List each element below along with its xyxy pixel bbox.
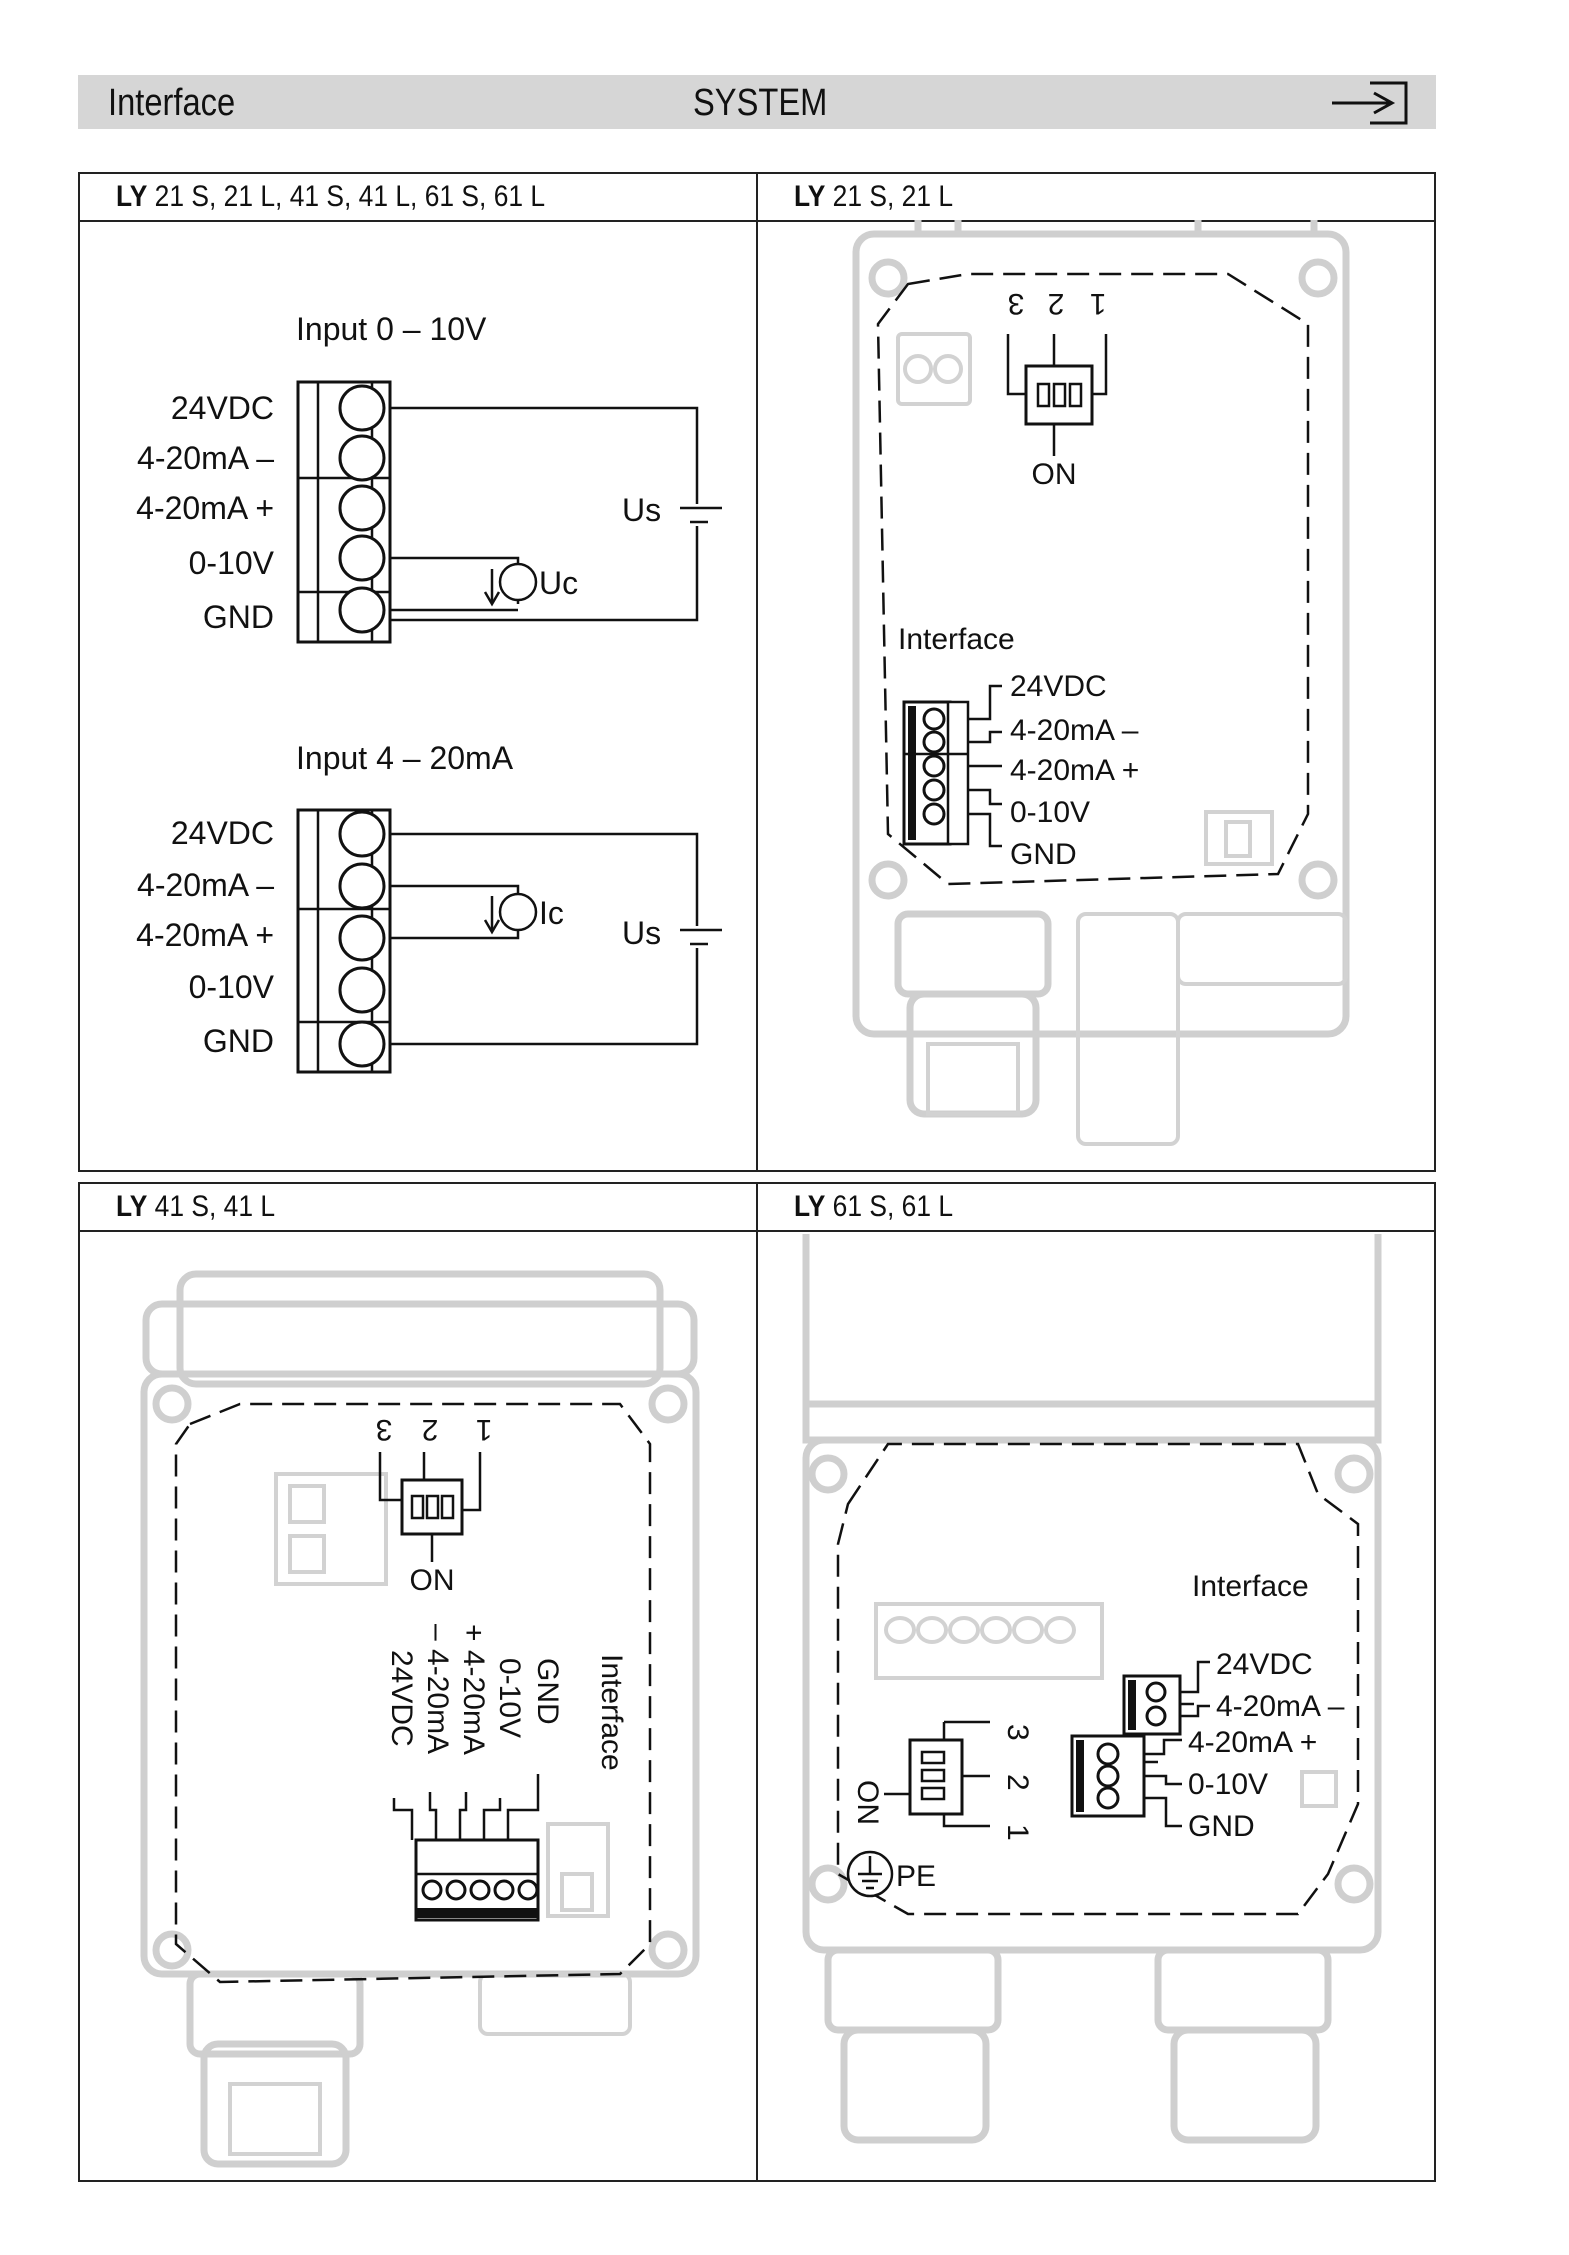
ground-icon — [846, 1850, 894, 1898]
header-system-label: SYSTEM — [693, 82, 828, 124]
interface-terminal-block — [902, 684, 1002, 848]
diagram-b-wiring — [390, 832, 722, 1046]
meter-label: Ic — [539, 895, 564, 931]
terminal-label: 4-20mA + — [136, 490, 274, 526]
panel-ly41: LY 41 S, 41 L — [78, 1182, 758, 2182]
interface-terminal-block-upper — [1122, 1674, 1194, 1736]
enclosure-dashed-outline — [876, 272, 1310, 886]
terminal-label: 0-10V — [189, 545, 275, 581]
switch-number: 2 — [1001, 1774, 1034, 1791]
diagram-a-terminal-labels: 24VDC 4-20mA – 4-20mA + 0-10V GND — [136, 390, 275, 635]
panel-title: LY 41 S, 41 L — [116, 1190, 276, 1223]
switch-number: 1 — [1001, 1824, 1034, 1841]
interface-label: Interface — [1192, 1570, 1309, 1603]
diagram-b-terminal-block — [296, 808, 392, 1074]
switch-number: 3 — [1001, 1724, 1034, 1741]
pe-label: PE — [896, 1860, 936, 1893]
dip-switch — [1006, 334, 1108, 456]
terminal-label: 24VDC — [171, 390, 274, 426]
terminal-label: GND — [203, 599, 274, 635]
terminal-label: 24VDC — [1216, 1648, 1313, 1681]
interface-terminal-labels: 24VDC 4-20mA – 4-20mA + 0-10V GND — [1010, 670, 1139, 871]
supply-label: Us — [622, 492, 661, 528]
terminal-label: GND — [203, 1023, 274, 1059]
interface-terminal-labels: GND 0-10V + 4-20mA – 4-20mA 24VDC — [385, 1624, 564, 1755]
ly21-housing-svg: 3 2 1 ON Interface 24VDC 4-20mA – 4-20m — [852, 220, 1350, 1146]
panel-title: LY 21 S, 21 L, 41 S, 41 L, 61 S, 61 L — [116, 180, 546, 213]
terminal-label: 4-20mA – — [1010, 714, 1139, 747]
terminal-label: 0-10V — [189, 969, 275, 1005]
terminal-label: 4-20mA – — [137, 867, 274, 903]
terminal-label: GND — [1188, 1810, 1255, 1843]
arrow-into-box-icon — [1332, 81, 1408, 125]
interface-label: Interface — [595, 1654, 628, 1771]
switch-on-label: ON — [851, 1780, 884, 1825]
diagram-b-terminal-labels: 24VDC 4-20mA – 4-20mA + 0-10V GND — [136, 815, 275, 1059]
panel-wiring-diagrams: LY 21 S, 21 L, 41 S, 41 L, 61 S, 61 L In… — [78, 172, 758, 1172]
terminal-label: GND — [531, 1658, 564, 1725]
terminal-label: 0-10V — [1010, 796, 1090, 829]
housing-outline — [802, 1234, 1382, 2144]
dip-switch-numbers: 3 2 1 — [1001, 1724, 1034, 1841]
terminal-label: 4-20mA + — [1188, 1726, 1317, 1759]
dip-switch-numbers: 3 2 1 — [376, 1413, 493, 1446]
ly41-housing-svg: 3 2 1 ON Interface GND 0-10V + 4-20mA – … — [140, 1270, 700, 2168]
interface-wiring — [1144, 1660, 1210, 1828]
terminal-label: 4-20mA + — [136, 917, 274, 953]
switch-number: 1 — [1090, 287, 1107, 320]
terminal-label: 4-20mA – — [1216, 1690, 1345, 1723]
panel-title: LY 21 S, 21 L — [794, 180, 954, 213]
switch-number: 3 — [1008, 287, 1025, 320]
enclosure-dashed-outline — [836, 1442, 1360, 1916]
switch-number: 2 — [1048, 287, 1065, 320]
interface-label: Interface — [898, 623, 1015, 656]
housing-outline — [852, 220, 1350, 1146]
switch-number: 2 — [422, 1413, 439, 1446]
panel-ly61: LY 61 S, 61 L — [756, 1182, 1436, 2182]
dip-switch-numbers: 3 2 1 — [1008, 287, 1107, 320]
ly61-housing-svg: Interface 24VDC 4-20mA – — [802, 1234, 1382, 2144]
switch-number: 1 — [476, 1413, 493, 1446]
terminal-label: 4-20mA – — [137, 440, 274, 476]
switch-number: 3 — [376, 1413, 393, 1446]
switch-on-label: ON — [1032, 458, 1077, 491]
header-section-label: Interface — [108, 82, 236, 124]
dip-switch — [884, 1720, 990, 1828]
panel-title: LY 61 S, 61 L — [794, 1190, 954, 1223]
terminal-label: 24VDC — [171, 815, 274, 851]
diagram-b-title: Input 4 – 20mA — [296, 740, 514, 776]
supply-label: Us — [622, 915, 661, 951]
diagram-a-terminal-block — [296, 380, 392, 644]
terminal-label: + 4-20mA — [457, 1624, 490, 1755]
panel-ly21: LY 21 S, 21 L — [756, 172, 1436, 1172]
dip-switch — [378, 1452, 482, 1562]
page-header-bar: Interface SYSTEM — [78, 75, 1436, 129]
terminal-label: 4-20mA + — [1010, 754, 1139, 787]
interface-terminal-labels: 24VDC 4-20mA – 4-20mA + 0-10V GND — [1188, 1648, 1345, 1843]
terminal-label: – 4-20mA — [421, 1624, 454, 1754]
terminal-label: 24VDC — [1010, 670, 1107, 703]
interface-terminal-block-lower — [1070, 1734, 1158, 1818]
meter-label: Uc — [539, 565, 578, 601]
switch-on-label: ON — [410, 1564, 455, 1597]
housing-outline — [140, 1270, 700, 2168]
terminal-label: 0-10V — [493, 1658, 526, 1738]
diagram-a-wiring — [390, 406, 722, 622]
terminal-label: GND — [1010, 838, 1077, 871]
terminal-label: 0-10V — [1188, 1768, 1268, 1801]
interface-terminal-block — [392, 1774, 540, 1922]
enclosure-dashed-outline — [174, 1402, 652, 1984]
terminal-label: 24VDC — [385, 1650, 418, 1747]
diagram-a-title: Input 0 – 10V — [296, 311, 487, 347]
wiring-diagrams-svg: Input 0 – 10V 24VDC 4-20mA – 4-20mA + 0-… — [136, 311, 722, 1074]
